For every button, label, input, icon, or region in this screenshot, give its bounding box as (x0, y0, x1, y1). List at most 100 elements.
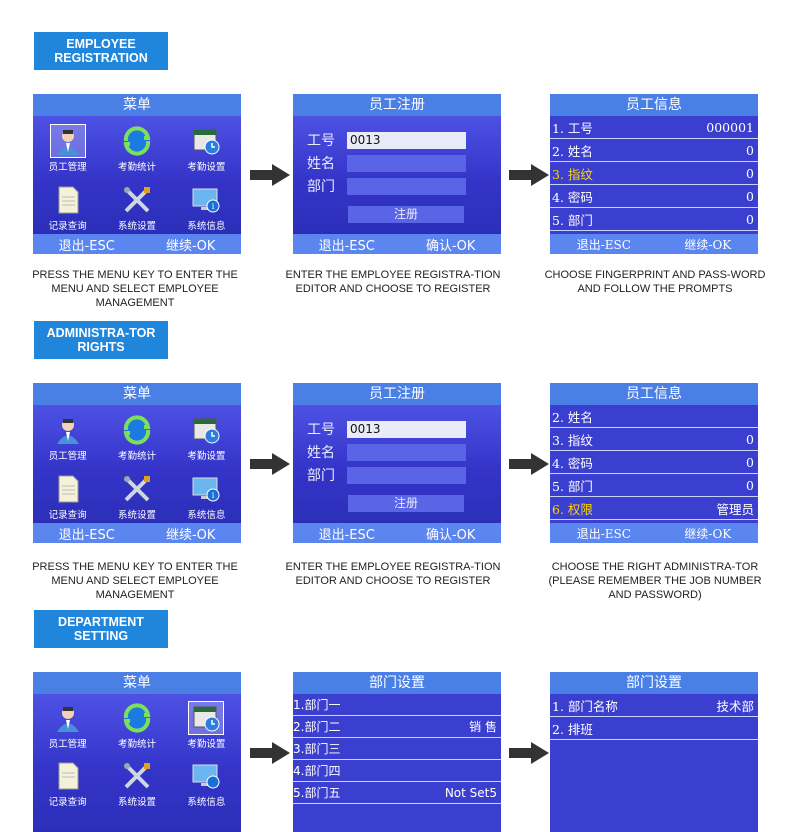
row-value: 销 售 (469, 720, 497, 734)
menu-item-employee-management[interactable]: 员工管理 (33, 694, 102, 752)
continue-ok-label[interactable]: 继续-OK (684, 526, 732, 541)
document-icon (51, 184, 85, 216)
menu-item-system-settings[interactable]: 系统设置 (102, 175, 171, 234)
tools-icon (120, 760, 154, 792)
info-row-permission[interactable]: 6. 权限管理员 (550, 497, 758, 520)
screen-title: 员工信息 (550, 383, 758, 405)
row-label: 3. 指纹 (552, 166, 593, 182)
menu-item-record-query[interactable]: 记录查询 (33, 752, 102, 810)
menu-item-record-query[interactable]: 记录查询 (33, 175, 102, 234)
continue-ok-label[interactable]: 继续-OK (165, 527, 216, 543)
caption-menu: PRESS THE MENU KEY TO ENTER THE MENU AND… (32, 561, 238, 601)
row-label: 4.部门四 (293, 764, 341, 778)
exit-esc-label[interactable]: 退出-ESC (58, 238, 115, 254)
exit-esc-label[interactable]: 退出-ESC (318, 238, 375, 254)
menu-item-attendance-stats[interactable]: 考勤统计 (102, 116, 171, 175)
confirm-ok-label[interactable]: 确认-OK (425, 238, 476, 254)
row-label: 3. 指纹 (552, 432, 593, 448)
name-field[interactable] (347, 443, 466, 461)
dept-row-2[interactable]: 2.部门二销 售 (293, 716, 501, 738)
arrow-right-icon (509, 453, 549, 475)
continue-ok-label[interactable]: 继续-OK (165, 238, 216, 254)
register-button[interactable]: 注册 (348, 495, 464, 512)
dept-name-row[interactable]: 1. 部门名称技术部 (550, 694, 758, 717)
name-label: 姓名 (307, 156, 335, 172)
menu-item-system-settings[interactable]: 系统设置 (102, 464, 171, 523)
id-field[interactable]: 0013 (347, 420, 466, 438)
caption-menu: PRESS THE MENU KEY TO ENTER THE MENU AND… (32, 269, 238, 309)
dept-label: 部门 (307, 468, 335, 484)
caption-register: ENTER THE EMPLOYEE REGISTRA-TION EDITOR … (285, 269, 501, 295)
id-field[interactable]: 0013 (347, 131, 466, 149)
row-value: 0 (746, 188, 754, 204)
info-row-name[interactable]: 2. 姓名 (550, 405, 758, 428)
row-value: 0 (746, 211, 754, 227)
row-label: 5.部门五 (293, 786, 341, 800)
caption-admin: CHOOSE THE RIGHT ADMINISTRA-TOR (PLEASE … (548, 561, 762, 601)
menu-item-label: 系统信息 (187, 510, 226, 521)
screen-title: 员工信息 (550, 94, 758, 116)
tools-icon (120, 184, 154, 216)
name-field[interactable] (347, 154, 466, 172)
svg-text:i: i (212, 202, 215, 211)
menu-item-attendance-stats[interactable]: 考勤统计 (102, 405, 171, 464)
menu-item-attendance-settings[interactable]: 考勤设置 (172, 116, 241, 175)
menu-item-system-settings[interactable]: 系统设置 (102, 752, 171, 810)
row-label: 5. 部门 (552, 478, 593, 494)
dept-row-1[interactable]: 1.部门一 (293, 694, 501, 716)
menu-item-system-info[interactable]: 系统信息 (172, 752, 241, 810)
menu-item-attendance-settings[interactable]: 考勤设置 (172, 694, 241, 752)
row-value: 管理员 (716, 501, 754, 517)
user-icon (51, 702, 85, 734)
dept-field[interactable] (347, 466, 466, 484)
dept-field[interactable] (347, 177, 466, 195)
exit-esc-label[interactable]: 退出-ESC (58, 527, 115, 543)
user-icon (49, 124, 86, 158)
row-label: 3.部门三 (293, 742, 341, 756)
menu-item-label: 考勤设置 (187, 739, 226, 750)
section-label-administrator-rights: ADMINISTRA-TOR RIGHTS (34, 321, 168, 359)
screen-title: 部门设置 (293, 672, 501, 694)
register-button[interactable]: 注册 (348, 206, 464, 223)
menu-item-employee-management[interactable]: 员工管理 (33, 116, 102, 175)
refresh-globe-icon (120, 125, 154, 157)
name-label: 姓名 (307, 445, 335, 461)
row-label: 1. 部门名称 (552, 698, 618, 714)
dept-schedule-row[interactable]: 2. 排班 (550, 717, 758, 740)
menu-item-label: 考勤设置 (187, 162, 226, 173)
confirm-ok-label[interactable]: 确认-OK (425, 527, 476, 543)
menu-item-label: 系统设置 (117, 221, 156, 232)
menu-item-label: 考勤统计 (117, 739, 156, 750)
monitor-info-icon (189, 760, 223, 792)
dept-label: 部门 (307, 179, 335, 195)
menu-item-attendance-stats[interactable]: 考勤统计 (102, 694, 171, 752)
menu-item-employee-management[interactable]: 员工管理 (33, 405, 102, 464)
dept-row-3[interactable]: 3.部门三 (293, 738, 501, 760)
menu-item-record-query[interactable]: 记录查询 (33, 464, 102, 523)
menu-item-label: 员工管理 (48, 739, 87, 750)
exit-esc-label[interactable]: 退出-ESC (318, 527, 375, 543)
tools-icon (120, 473, 154, 505)
exit-esc-label[interactable]: 退出-ESC (576, 526, 631, 541)
menu-item-attendance-settings[interactable]: 考勤设置 (172, 405, 241, 464)
exit-esc-label[interactable]: 退出-ESC (576, 237, 631, 252)
dept-row-4[interactable]: 4.部门四 (293, 760, 501, 782)
row-label: 4. 密码 (552, 455, 593, 471)
continue-ok-label[interactable]: 继续-OK (684, 237, 732, 252)
caption-register: ENTER THE EMPLOYEE REGISTRA-TION EDITOR … (285, 561, 501, 587)
